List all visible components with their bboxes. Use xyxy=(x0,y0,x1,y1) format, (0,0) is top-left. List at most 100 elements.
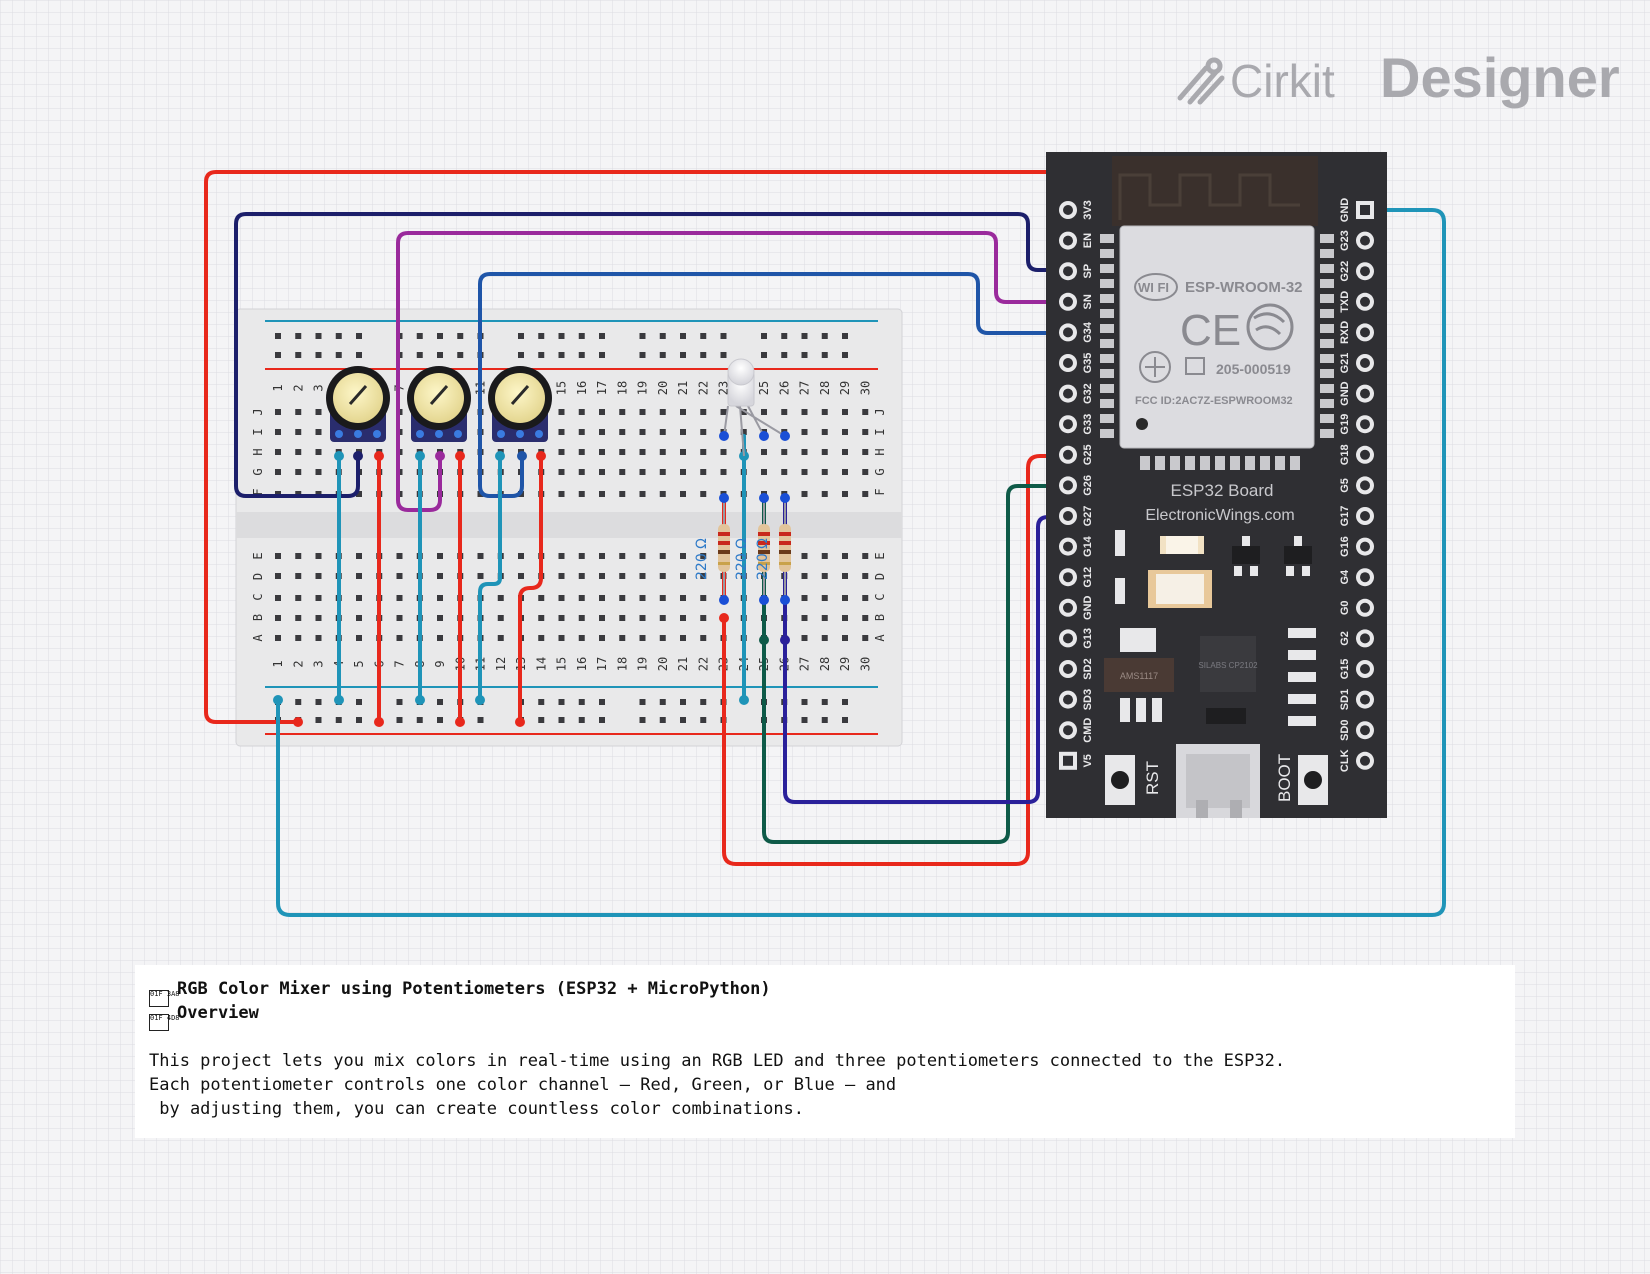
column-number: 29 xyxy=(838,657,852,671)
resistor-green-channel[interactable]: 220 Ω xyxy=(734,493,770,605)
pin-label: G5 xyxy=(1339,478,1351,493)
pin-label: G19 xyxy=(1339,414,1351,435)
pin-label: CLK xyxy=(1339,749,1351,772)
column-number: 30 xyxy=(858,381,872,395)
ce-mark: CE xyxy=(1180,306,1241,355)
column-number: 20 xyxy=(656,657,670,671)
column-number: 18 xyxy=(615,657,629,671)
column-number: 18 xyxy=(615,381,629,395)
column-number: 16 xyxy=(575,381,589,395)
row-letter: I xyxy=(251,428,265,435)
rst-button[interactable] xyxy=(1105,755,1135,805)
pin-label: G27 xyxy=(1082,506,1094,527)
row-letter: F xyxy=(873,488,887,495)
voltage-regulator xyxy=(1104,658,1174,692)
book-emoji-icon: 01F 4D8 xyxy=(149,1014,180,1031)
pin-label: SD0 xyxy=(1339,719,1351,740)
pin-label: G35 xyxy=(1082,353,1094,374)
column-number: 1 xyxy=(271,660,285,667)
potentiometer-red[interactable] xyxy=(326,366,390,442)
row-letter: C xyxy=(873,593,887,600)
esp32-left-pin-header[interactable]: 3V3ENSPSNG34G35G32G33G25G26G27G14G12GNDG… xyxy=(1059,200,1094,770)
pin-label: G22 xyxy=(1339,261,1351,282)
pin-label: CMD xyxy=(1082,718,1094,743)
pin-label: G12 xyxy=(1082,567,1094,588)
resistor-red-channel[interactable]: 220 Ω xyxy=(694,493,730,605)
column-number: 17 xyxy=(595,657,609,671)
column-number: 2 xyxy=(291,660,305,667)
column-number: 27 xyxy=(798,657,812,671)
resistor-label: 220 Ω xyxy=(755,538,771,580)
esp32-right-pin-header[interactable]: GNDG23G22TXDRXDG21GNDG19G18G5G17G16G4G0G… xyxy=(1339,198,1374,772)
wire-gnd-navy[interactable] xyxy=(234,212,1070,498)
column-number: 29 xyxy=(838,381,852,395)
column-number: 25 xyxy=(757,381,771,395)
wire-g25-red[interactable] xyxy=(722,454,1070,866)
pin-label: TXD xyxy=(1339,291,1351,313)
column-number: 1 xyxy=(271,384,285,391)
resistor-label: 220 Ω xyxy=(734,538,750,580)
usb-port xyxy=(1176,744,1260,818)
esp32-board[interactable]: WI FI ESP-WROOM-32 CE 205-000519 FCC ID:… xyxy=(1046,152,1387,818)
pin-label: G15 xyxy=(1339,659,1351,680)
project-title-line: 01F 3A8RGB Color Mixer using Potentiomet… xyxy=(149,977,1501,1007)
wires[interactable] xyxy=(204,170,1446,917)
potentiometer-green[interactable] xyxy=(407,366,471,442)
column-number: 26 xyxy=(777,381,791,395)
pin-label: GND xyxy=(1339,381,1351,406)
row-letter: B xyxy=(873,614,887,621)
column-number: 19 xyxy=(636,381,650,395)
overview-heading: Overview xyxy=(177,1003,259,1023)
column-number: 28 xyxy=(818,381,832,395)
row-letter: C xyxy=(251,593,265,600)
cert-id: 205-000519 xyxy=(1216,361,1291,377)
pin-label: G13 xyxy=(1082,628,1094,649)
wifi-logo: WI FI xyxy=(1138,280,1169,295)
cirkit-logo: Cirkit Designer xyxy=(1177,46,1620,109)
column-number: 16 xyxy=(575,657,589,671)
rgb-led[interactable] xyxy=(719,358,790,457)
column-number: 21 xyxy=(676,657,690,671)
wire-sn-purple[interactable] xyxy=(396,231,1070,512)
column-number: 7 xyxy=(393,660,407,667)
spacer xyxy=(149,1025,1501,1049)
boot-label: BOOT xyxy=(1275,754,1294,802)
column-number: 3 xyxy=(312,660,326,667)
breadboard[interactable]: 1122334455667788991010111112121313141415… xyxy=(235,308,903,747)
pin-label: 3V3 xyxy=(1082,200,1094,220)
row-letter: H xyxy=(873,448,887,455)
potentiometer-blue[interactable] xyxy=(488,366,552,442)
row-letter: A xyxy=(251,634,265,642)
board-subtitle: ElectronicWings.com xyxy=(1145,507,1294,524)
usb-uart-chip xyxy=(1200,636,1256,692)
pin-label: G16 xyxy=(1339,536,1351,557)
column-number: 28 xyxy=(818,657,832,671)
pin-label: G14 xyxy=(1082,535,1094,557)
wire-g26-green[interactable] xyxy=(762,484,1070,844)
wire-g27-indigo[interactable] xyxy=(783,515,1070,804)
boot-button[interactable] xyxy=(1298,755,1328,805)
wire-gnd-return-cyan[interactable] xyxy=(276,208,1446,917)
overview-heading-line: 01F 4D8Overview xyxy=(149,1001,1501,1031)
brand-name-designer: Designer xyxy=(1380,46,1620,109)
resistor-blue-channel[interactable]: 220 Ω xyxy=(755,493,791,605)
pin-label: G0 xyxy=(1339,600,1351,615)
wire-g34-blue[interactable] xyxy=(478,272,1070,498)
resistor-label: 220 Ω xyxy=(694,538,710,580)
column-number: 12 xyxy=(494,657,508,671)
row-letter: B xyxy=(251,614,265,621)
row-letter: J xyxy=(873,408,887,415)
column-number: 17 xyxy=(595,381,609,395)
column-number: 3 xyxy=(312,384,326,391)
pin-label: G17 xyxy=(1339,506,1351,527)
espressif-logo-icon xyxy=(1246,303,1294,351)
pin-label: G26 xyxy=(1082,475,1094,496)
project-title: RGB Color Mixer using Potentiometers (ES… xyxy=(177,979,771,999)
description-line: This project lets you mix colors in real… xyxy=(149,1051,1286,1071)
column-number: 2 xyxy=(291,384,305,391)
description-line: Each potentiometer controls one color ch… xyxy=(149,1075,897,1095)
pin-label: RXD xyxy=(1339,321,1351,344)
wire-endpoints xyxy=(273,451,790,727)
pin-label: G18 xyxy=(1339,444,1351,465)
